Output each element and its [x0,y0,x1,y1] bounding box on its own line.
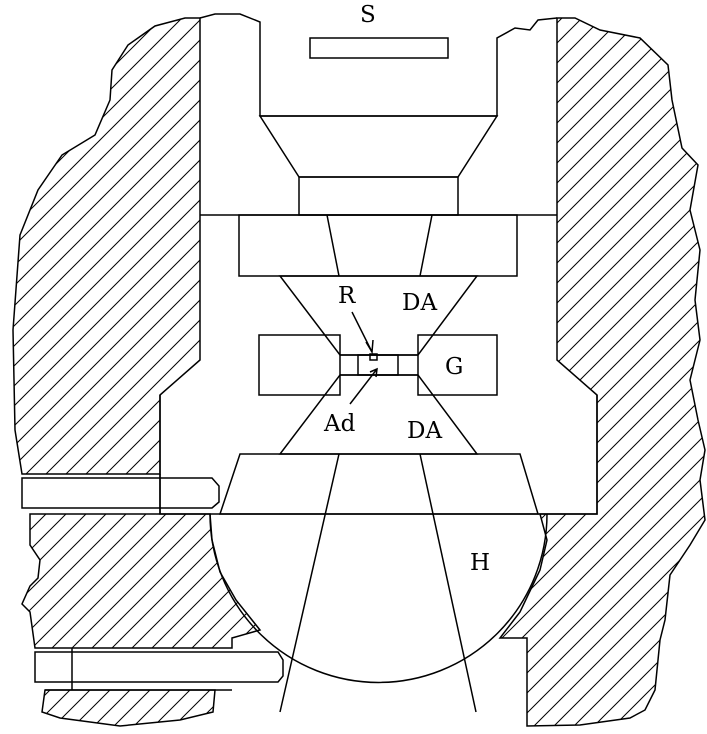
upper-diamond-anvil [278,275,479,356]
upper-anvil-support [238,214,518,277]
upper-screw [21,477,220,509]
upper-seat [298,176,459,216]
right-body-hatched [498,17,706,727]
label-da-upper: DA [402,290,438,316]
lower-anvil-seat [218,453,540,515]
sample-slot [309,37,449,59]
left-body-hatched [12,17,201,475]
hemisphere-chamber [209,513,548,684]
label-s: S [360,2,376,28]
label-da-lower: DA [407,418,443,444]
label-h: H [470,550,491,576]
lower-diamond-anvil [278,374,479,455]
label-r: R [338,283,356,309]
label-g: G [445,354,464,380]
top-frame [199,13,558,117]
beam-left [279,453,340,713]
gasket-left [258,334,341,396]
ruby-marker [369,353,378,361]
beam-right [419,453,477,713]
gasket-right [417,334,498,396]
anvil-pointer [349,368,378,405]
left-base-hatched [41,689,216,727]
upper-piston [258,115,499,178]
sample-chamber [357,354,399,376]
lower-screw [34,651,284,683]
label-ad: Ad [324,411,356,437]
